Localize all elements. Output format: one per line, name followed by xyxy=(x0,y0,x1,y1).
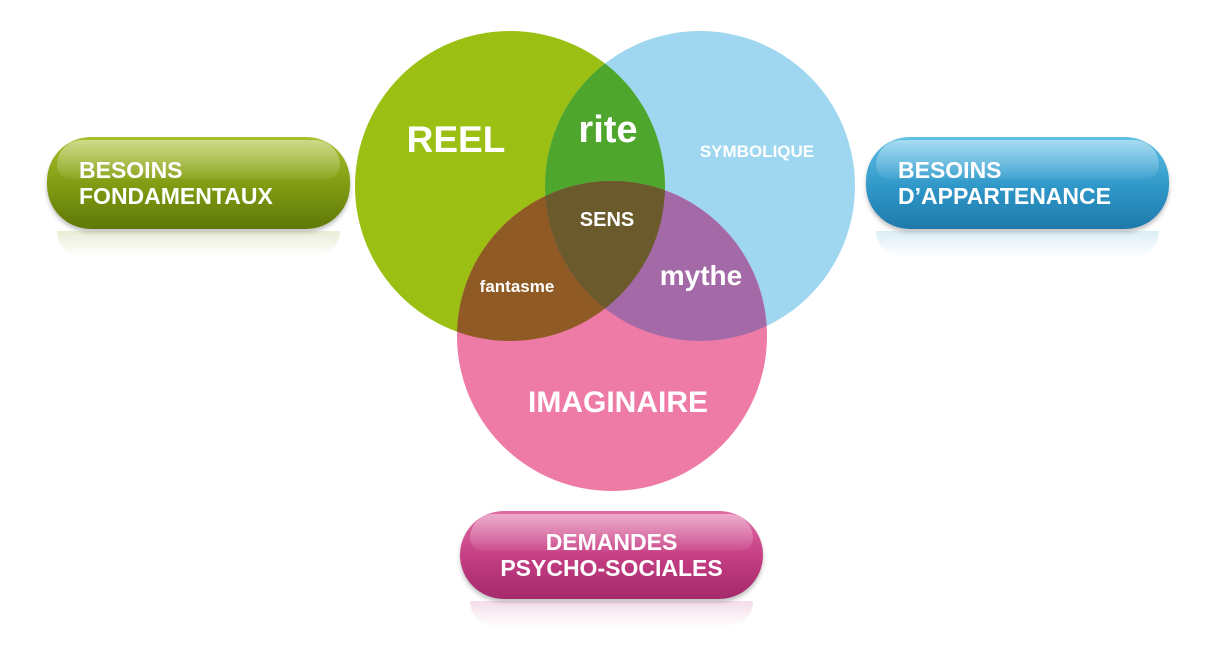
label-reel: REEL xyxy=(407,119,506,160)
pill-right-reflection xyxy=(876,231,1159,257)
pill-right-line1: BESOINS xyxy=(898,157,1002,183)
pill-bottom-reflection xyxy=(470,601,753,627)
label-imaginaire: IMAGINAIRE xyxy=(528,386,708,419)
pill-bottom-line1: DEMANDES xyxy=(545,529,678,555)
label-sens: SENS xyxy=(580,209,634,231)
pill-bottom-line2: PSYCHO-SOCIALES xyxy=(500,555,723,581)
pill-right-line2: D’APPARTENANCE xyxy=(898,183,1111,209)
label-mythe: mythe xyxy=(660,260,742,291)
pill-left-line1: BESOINS xyxy=(79,157,183,183)
label-rite: rite xyxy=(578,109,637,151)
pill-left-line2: FONDAMENTAUX xyxy=(79,183,273,209)
pill-left-reflection xyxy=(57,231,340,257)
pill-besoins-fondamentaux: BESOINS FONDAMENTAUX xyxy=(47,137,350,229)
pill-besoins-appartenance: BESOINS D’APPARTENANCE xyxy=(866,137,1169,229)
pill-demandes-psycho-sociales: DEMANDES PSYCHO-SOCIALES xyxy=(460,511,763,599)
label-fantasme: fantasme xyxy=(480,277,555,296)
label-symbolique: SYMBOLIQUE xyxy=(700,142,814,161)
